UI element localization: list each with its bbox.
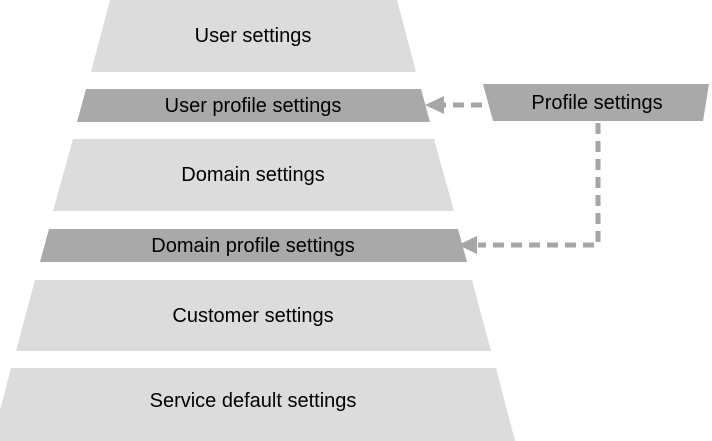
layer-service-default-settings-shape bbox=[0, 368, 515, 441]
layer-customer-settings-label: Customer settings bbox=[172, 305, 333, 327]
layer-service-default-settings-label: Service default settings bbox=[150, 390, 357, 412]
layer-domain-profile-settings-label: Domain profile settings bbox=[151, 235, 354, 257]
layer-user-settings-shape bbox=[91, 0, 416, 72]
profile-settings-box-label: Profile settings bbox=[531, 92, 662, 114]
layer-user-settings-label: User settings bbox=[195, 25, 312, 47]
profile-settings-box-shape bbox=[483, 84, 709, 121]
layer-user-profile-settings-shape bbox=[77, 89, 430, 122]
arrow-to-domain-profile-line bbox=[478, 123, 601, 248]
layer-domain-settings-shape bbox=[53, 139, 454, 211]
layer-user-profile-settings-label: User profile settings bbox=[165, 95, 342, 117]
layer-customer-settings-shape bbox=[16, 280, 491, 351]
arrow-to-domain-profile-head bbox=[458, 236, 477, 254]
layer-domain-settings-label: Domain settings bbox=[181, 164, 324, 186]
arrow-to-user-profile-head bbox=[425, 96, 444, 114]
layer-domain-profile-settings-shape bbox=[40, 229, 467, 262]
